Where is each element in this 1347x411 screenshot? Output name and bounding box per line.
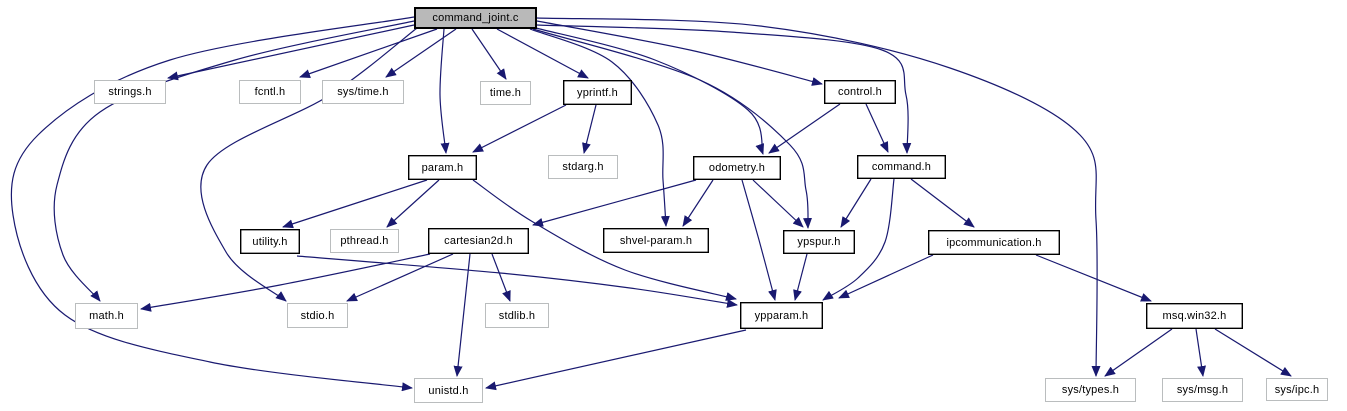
edge-root-unistd <box>10 16 415 392</box>
edge-utility-ypparam <box>296 255 738 308</box>
node-time: time.h <box>480 81 531 105</box>
node-control[interactable]: control.h <box>824 80 896 104</box>
edge-param-pthread <box>386 179 440 228</box>
node-sysipc: sys/ipc.h <box>1266 378 1328 401</box>
edge-odometry-cartesian2d <box>532 179 697 227</box>
node-command[interactable]: command.h <box>857 155 946 179</box>
edge-root-systime <box>385 28 457 78</box>
edge-ypspur-ypparam <box>793 253 808 301</box>
node-msqwin32[interactable]: msq.win32.h <box>1146 303 1243 329</box>
graph-root-node: command_joint.c <box>414 7 537 29</box>
edge-msqwin32-sysipc <box>1214 328 1292 377</box>
edge-odometry-ypparam <box>741 179 777 301</box>
edge-root-param <box>439 28 450 154</box>
edge-msqwin32-systypes <box>1104 328 1173 377</box>
edge-root-stdio <box>200 27 418 302</box>
edge-root-ypspur <box>532 28 813 229</box>
edge-command-ypspur <box>840 178 872 228</box>
edge-yprintf-param <box>472 104 567 153</box>
node-yprintf[interactable]: yprintf.h <box>563 80 632 105</box>
edge-root-strings <box>167 24 415 81</box>
edge-cartesian2d-unistd <box>453 253 471 377</box>
edge-root-control <box>536 20 823 86</box>
edge-param-ypparam <box>472 179 737 301</box>
edge-odometry-ypspur <box>752 179 804 228</box>
edge-msqwin32-sysmsg <box>1195 328 1206 377</box>
edge-control-command <box>865 103 889 153</box>
edge-cartesian2d-stdio <box>346 253 454 302</box>
node-math: math.h <box>75 303 138 329</box>
node-utility[interactable]: utility.h <box>240 229 300 254</box>
edge-cartesian2d-stdlib <box>491 253 511 302</box>
node-sysmsg: sys/msg.h <box>1162 378 1243 402</box>
node-unistd: unistd.h <box>414 378 483 403</box>
edge-root-odometry <box>535 27 765 155</box>
edge-root-command <box>536 24 912 154</box>
node-strings: strings.h <box>94 80 166 104</box>
edge-param-utility <box>282 179 428 229</box>
node-ypparam[interactable]: ypparam.h <box>740 302 823 329</box>
edge-command-ipcomm <box>910 178 975 228</box>
edge-root-time <box>471 28 507 80</box>
node-stdio: stdio.h <box>287 303 348 328</box>
node-stdarg: stdarg.h <box>548 155 618 179</box>
node-odometry[interactable]: odometry.h <box>693 156 781 180</box>
edge-odometry-shvelparam <box>682 179 714 227</box>
edge-control-odometry <box>768 103 841 154</box>
node-systime: sys/time.h <box>322 80 404 104</box>
edge-yprintf-stdarg <box>582 104 597 154</box>
edge-cartesian2d-math <box>140 253 431 312</box>
edge-root-math <box>53 20 415 302</box>
edge-ipcomm-msqwin32 <box>1035 254 1152 302</box>
edge-ipcomm-ypparam <box>838 254 934 299</box>
node-stdlib: stdlib.h <box>485 303 549 328</box>
node-ypspur[interactable]: ypspur.h <box>783 230 855 254</box>
node-cartesian2d[interactable]: cartesian2d.h <box>428 228 529 254</box>
edge-ypparam-unistd <box>485 329 747 391</box>
node-fcntl: fcntl.h <box>239 80 301 104</box>
edge-root-yprintf <box>496 28 589 79</box>
node-param[interactable]: param.h <box>408 155 477 180</box>
node-pthread: pthread.h <box>330 229 399 253</box>
node-systypes: sys/types.h <box>1045 378 1136 402</box>
edge-root-fcntl <box>299 28 438 78</box>
edge-root-shvelparam <box>529 28 670 227</box>
edge-root-systypes <box>536 17 1101 377</box>
node-shvelparam[interactable]: shvel-param.h <box>603 228 709 253</box>
node-ipcomm[interactable]: ipcommunication.h <box>928 230 1060 255</box>
